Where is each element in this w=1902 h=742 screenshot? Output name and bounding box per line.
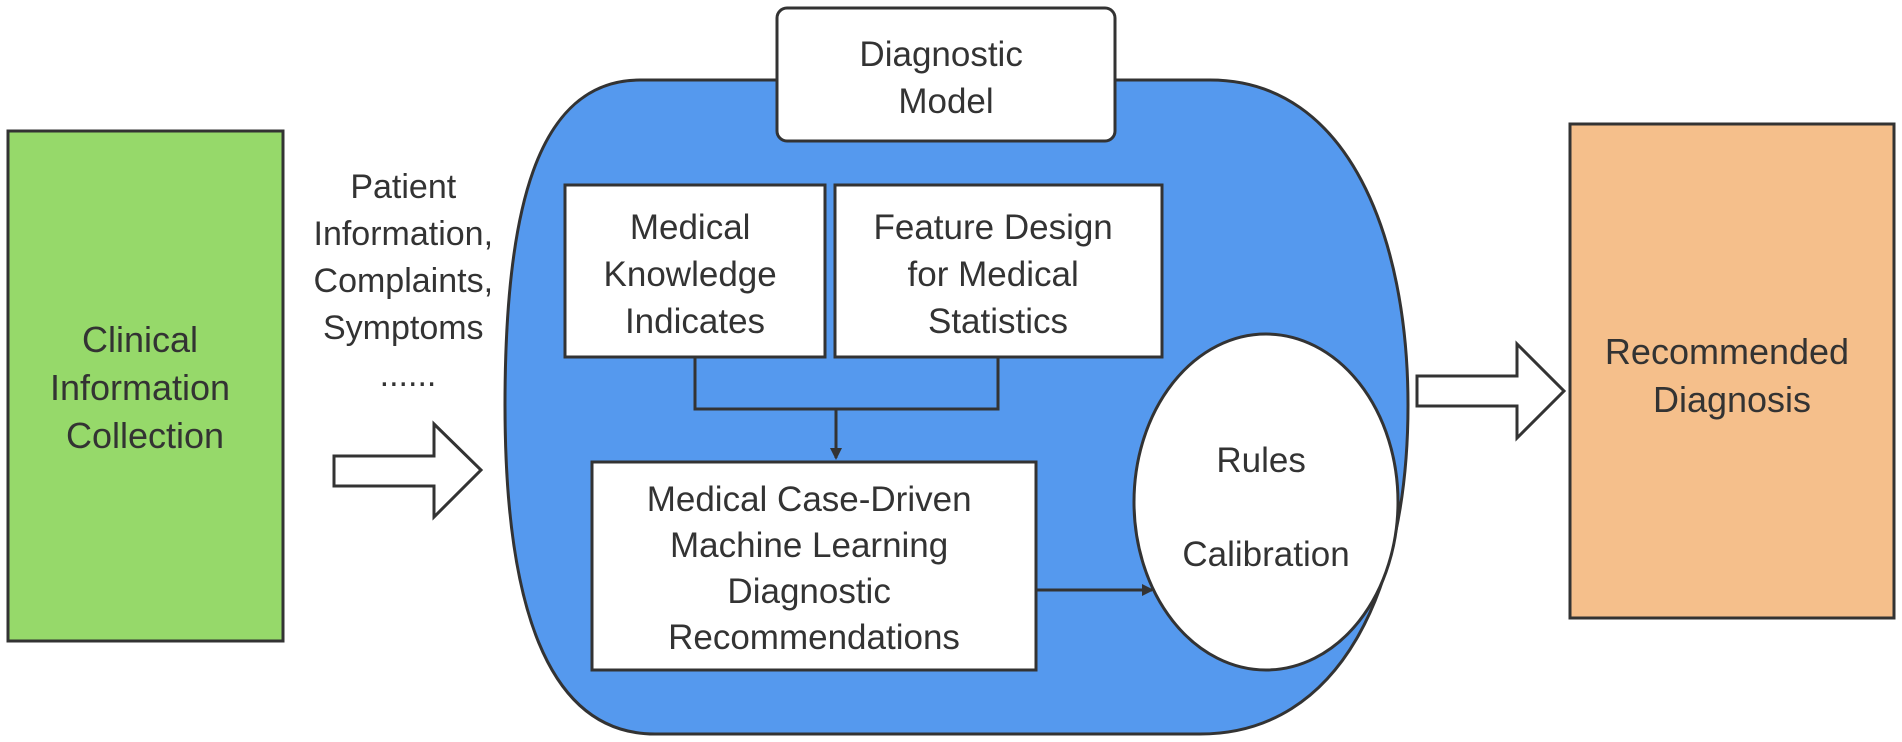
svg-text:Feature Design for Medic: Feature Design for Medical Statistics	[873, 208, 1122, 341]
svg-text:Recommended Diagnosis: Recommended Diagnosis	[1605, 331, 1859, 420]
ml-line-1: Medical Case-Driven	[647, 480, 972, 519]
model-title-line-1: Diagnostic	[859, 35, 1022, 74]
diagnostic-model-title-box: Diagnostic Model	[775, 6, 1117, 143]
svg-text:Diagnostic Model: Diagnostic Model	[859, 35, 1032, 121]
input-label-line-1: Patient	[350, 168, 456, 206]
rules-line-1: Rules	[1216, 441, 1305, 480]
svg-text:Medical Knowledge: Medical Knowledge Indicates	[604, 208, 787, 341]
left-box-line-1: Clinical	[82, 319, 198, 360]
right-box-line-2: Diagnosis	[1653, 379, 1811, 420]
knowledge-line-2: Knowledge	[604, 255, 777, 294]
right-box-line-1: Recommended	[1605, 331, 1849, 372]
input-label-line-2: Information,	[314, 215, 494, 253]
left-box-line-3: Collection	[66, 415, 224, 456]
input-label-line-5: ......	[380, 356, 437, 394]
rules-calibration-ellipse: Rules Calibration	[1132, 332, 1400, 672]
ml-line-4: Recommendations	[668, 618, 960, 657]
ml-line-3: Diagnostic	[727, 572, 890, 611]
rules-line-2: Calibration	[1182, 535, 1349, 574]
patient-information-label: Patient Information, Complaints, Symptom…	[314, 168, 503, 394]
recommended-diagnosis-box: Recommended Diagnosis	[1568, 122, 1896, 620]
knowledge-line-1: Medical	[630, 208, 751, 247]
input-label-line-3: Complaints,	[314, 262, 494, 300]
feature-design-box: Feature Design for Medical Statistics	[833, 183, 1164, 359]
merge-connector	[693, 357, 1000, 411]
output-hollow-arrow	[1415, 340, 1567, 442]
input-hollow-arrow	[332, 420, 484, 521]
clinical-information-collection-box: Clinical Information Collection	[6, 129, 285, 643]
medical-knowledge-box: Medical Knowledge Indicates	[563, 183, 827, 359]
machine-learning-box: Medical Case-Driven Machine Learning Dia…	[590, 460, 1038, 672]
feature-line-3: Statistics	[928, 302, 1068, 341]
svg-text:Rules Calibration: Rules Calibration	[1182, 441, 1349, 574]
ml-line-2: Machine Learning	[670, 526, 948, 565]
left-box-line-2: Information	[50, 367, 230, 408]
svg-text:Clinical Information: Clinical Information Collection	[50, 319, 240, 456]
input-label-line-4: Symptoms	[323, 309, 484, 347]
knowledge-line-3: Indicates	[625, 302, 765, 341]
svg-text:Patient Information,: Patient Information, Complaints, Symptom…	[314, 168, 503, 394]
model-title-line-2: Model	[898, 82, 993, 121]
feature-line-1: Feature Design	[873, 208, 1112, 247]
svg-text:Medical Case-Driven Mach: Medical Case-Driven Machine Learning Dia…	[647, 480, 982, 657]
feature-line-2: for Medical	[908, 255, 1079, 294]
